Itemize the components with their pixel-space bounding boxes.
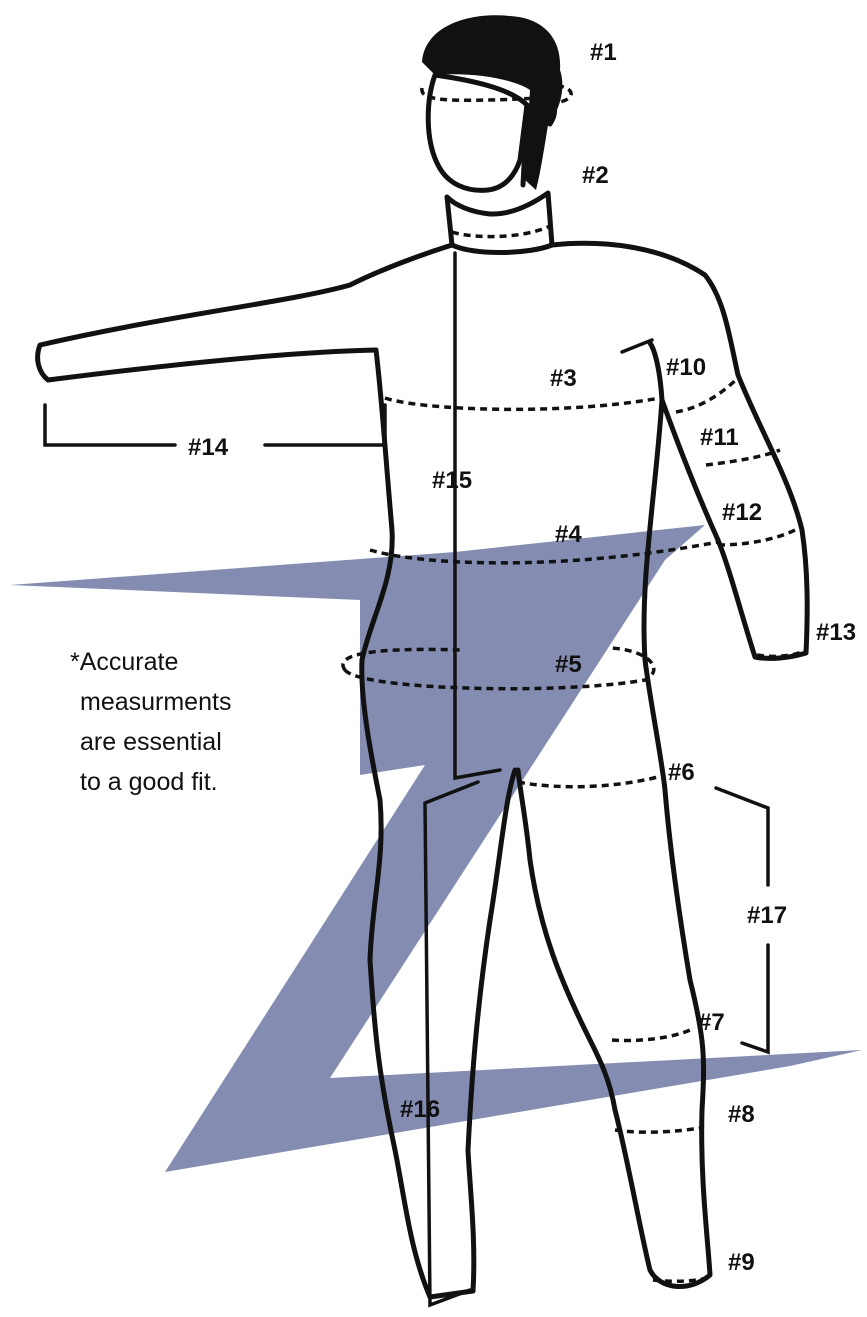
dash-elbow-11 [706, 450, 780, 465]
note-line-4: to a good fit. [80, 768, 218, 796]
label-11: #11 [700, 424, 739, 451]
label-13: #13 [816, 619, 856, 646]
background-stripe [10, 525, 862, 1172]
hair [422, 15, 562, 190]
dash-forearm-12 [718, 530, 795, 545]
label-16: #16 [400, 1096, 440, 1123]
note-line-3: are essential [80, 728, 222, 756]
neck-collar [447, 193, 552, 253]
label-7: #7 [698, 1009, 725, 1036]
arm-measure-start [622, 340, 652, 352]
dash-thigh-6 [518, 775, 665, 787]
note-line-1: *Accurate [70, 648, 178, 676]
label-4: #4 [555, 521, 582, 548]
head [428, 75, 527, 190]
label-12: #12 [722, 499, 762, 526]
dash-calf-8 [615, 1128, 700, 1132]
right-arm-inner [650, 343, 662, 400]
label-14: #14 [188, 434, 229, 461]
dash-upper-arm-10 [676, 378, 738, 412]
label-6: #6 [668, 759, 695, 786]
label-10: #10 [666, 354, 706, 381]
label-1: #1 [590, 39, 617, 66]
note-line-2: measurments [80, 688, 231, 716]
label-9: #9 [728, 1249, 755, 1276]
label-17: #17 [747, 902, 787, 929]
label-3: #3 [550, 365, 577, 392]
dash-neck-2 [452, 226, 550, 237]
label-2: #2 [582, 162, 609, 189]
dash-knee-7 [612, 1030, 690, 1041]
label-8: #8 [728, 1101, 755, 1128]
dash-chest-3 [385, 398, 660, 409]
label-15: #15 [432, 467, 472, 494]
label-5: #5 [555, 651, 582, 678]
